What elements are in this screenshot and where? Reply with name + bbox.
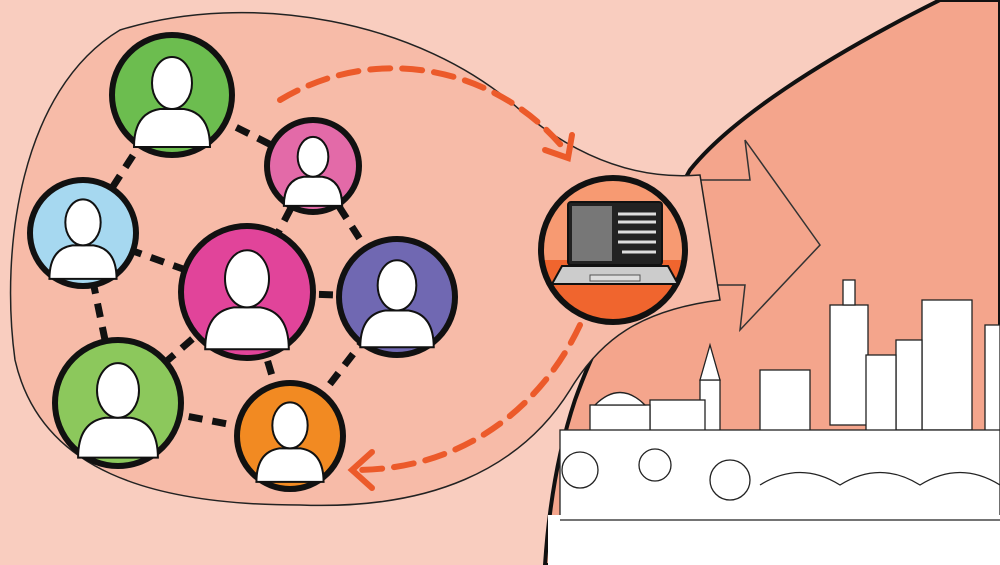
arrow-to-laptop: [277, 65, 568, 153]
people-network: [27, 32, 458, 492]
big-arrow-outline: [690, 139, 821, 333]
flow-arrows: [277, 65, 583, 491]
person-icon: [27, 177, 139, 289]
city-skyline-icon: [548, 279, 1000, 565]
person-icon: [234, 380, 346, 492]
person-female-icon: [178, 223, 316, 361]
person-curly-icon: [336, 236, 458, 358]
arrow-to-laptop-head: [542, 132, 575, 162]
person-icon: [109, 32, 235, 158]
person-curly-icon: [52, 337, 184, 469]
person-female-icon: [264, 117, 362, 215]
arrow-to-people: [352, 322, 583, 473]
arrow-to-people-head: [347, 449, 375, 491]
